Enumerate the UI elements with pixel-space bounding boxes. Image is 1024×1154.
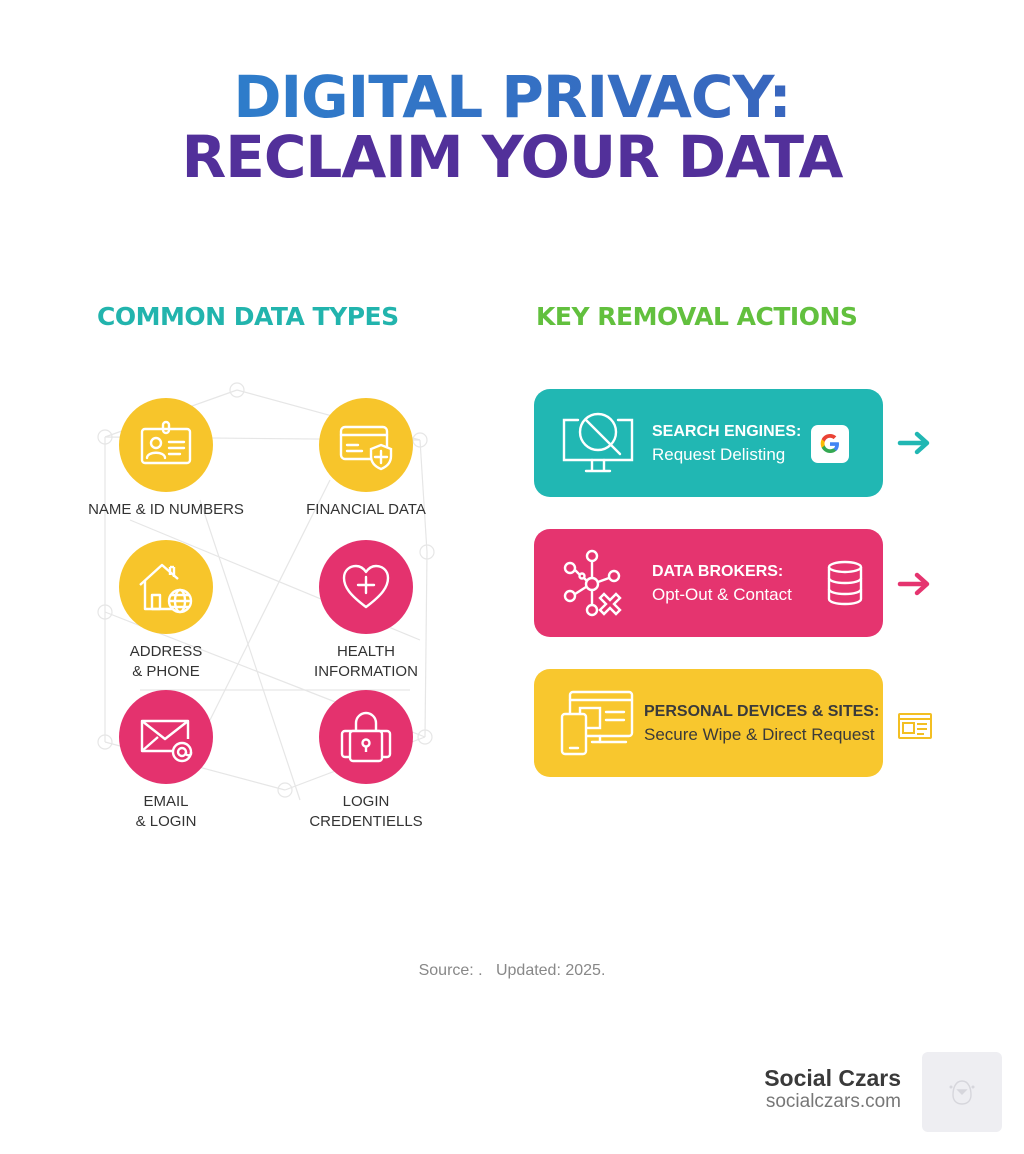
label-line-1: ADDRESS [129, 643, 203, 660]
source-note: Source: . Updated: 2025. [418, 962, 606, 979]
network-remove-icon [563, 549, 622, 617]
label-line-1: EMAIL [143, 793, 189, 810]
data-type-label: EMAIL & LOGIN [66, 792, 266, 832]
data-type-label: ADDRESS & PHONE [66, 642, 266, 682]
action-title: SEARCH ENGINES: [652, 423, 802, 440]
credit-card-shield-icon [339, 425, 393, 471]
envelope-at-icon [140, 719, 193, 763]
house-globe-icon [139, 563, 193, 614]
label-line-2: & LOGIN [135, 813, 197, 830]
common-data-types-heading: COMMON DATA TYPES [97, 302, 399, 331]
action-title: PERSONAL DEVICES & SITES: [644, 703, 880, 720]
action-text: PERSONAL DEVICES & SITES: Secure Wipe & … [644, 700, 879, 746]
database-icon [827, 560, 863, 606]
devices-icon [560, 690, 634, 756]
data-type-label: NAME & ID NUMBERS [88, 501, 244, 518]
action-subtitle: Secure Wipe & Direct Request [644, 725, 875, 744]
data-type-address-phone: ADDRESS & PHONE [66, 540, 266, 682]
address-circle [119, 540, 213, 634]
data-type-label: HEALTH INFORMATION [266, 642, 466, 682]
label-line-2: & PHONE [132, 663, 200, 680]
data-type-label: FINANCIAL DATA [306, 501, 426, 518]
google-g-icon [820, 434, 839, 453]
arrow-right-icon [897, 431, 930, 455]
health-circle [319, 540, 413, 634]
label-line-2: INFORMATION [314, 663, 418, 680]
mascot-icon [949, 1080, 975, 1105]
brand-block: Social Czars socialczars.com [764, 1065, 901, 1113]
label-line-1: HEALTH [336, 643, 396, 660]
action-subtitle: Request Delisting [652, 445, 786, 464]
browser-window-icon [898, 713, 932, 739]
brand-logo [922, 1052, 1002, 1132]
padlock-icon [340, 711, 392, 763]
credentials-circle [319, 690, 413, 784]
action-card-search-engines: SEARCH ENGINES: Request Delisting [534, 389, 883, 497]
action-text: SEARCH ENGINES: Request Delisting [652, 420, 801, 466]
data-type-email-login: EMAIL & LOGIN [66, 690, 266, 832]
action-card-data-brokers: DATA BROKERS: Opt-Out & Contact [534, 529, 883, 637]
label-line-1: LOGIN [342, 793, 390, 810]
brand-name: Social Czars [764, 1065, 901, 1091]
action-subtitle: Opt-Out & Contact [652, 585, 792, 604]
arrow-right-icon [897, 572, 930, 596]
email-circle [119, 690, 213, 784]
key-removal-actions-heading: KEY REMOVAL ACTIONS [536, 302, 858, 331]
data-type-login-credentials: LOGIN CREDENTIELLS [266, 690, 466, 832]
id-card-icon [140, 420, 192, 465]
data-type-name-id: NAME & ID NUMBERS [66, 398, 266, 520]
data-type-financial: FINANCIAL DATA [266, 398, 466, 520]
data-type-health: HEALTH INFORMATION [266, 540, 466, 682]
data-type-label: LOGIN CREDENTIELLS [266, 792, 466, 832]
label-line-2: CREDENTIELLS [309, 813, 423, 830]
action-card-personal-devices: PERSONAL DEVICES & SITES: Secure Wipe & … [534, 669, 883, 777]
name-id-circle [119, 398, 213, 492]
google-badge-icon [811, 425, 849, 463]
action-title: DATA BROKERS: [652, 563, 784, 580]
title-line-1: DIGITAL PRIVACY: [0, 62, 1024, 132]
monitor-search-blocked-icon [562, 412, 634, 473]
financial-circle [319, 398, 413, 492]
action-text: DATA BROKERS: Opt-Out & Contact [652, 560, 792, 606]
title-line-2: RECLAIM YOUR DATA [181, 123, 844, 191]
brand-url[interactable]: socialczars.com [765, 1091, 901, 1112]
heart-plus-icon [342, 564, 390, 609]
